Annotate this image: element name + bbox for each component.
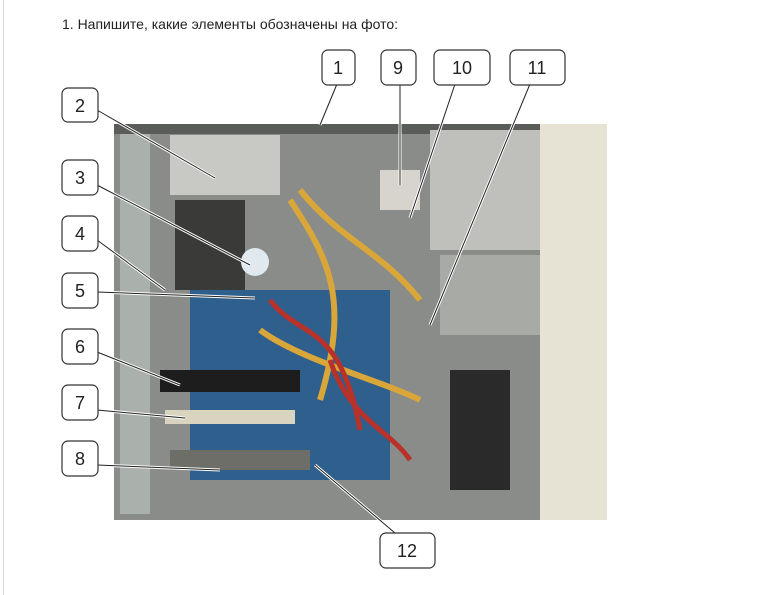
content-border [3,0,4,595]
callout-1 [321,49,356,86]
callout-2 [61,87,99,123]
callout-4 [61,215,99,252]
callout-12 [379,532,436,569]
callout-6 [61,328,99,365]
callout-5 [61,272,99,309]
callout-9 [380,49,417,86]
callout-10 [433,49,491,86]
callout-label: 11 [528,58,547,78]
callout-11 [509,49,566,86]
callout-3 [61,159,99,196]
callout-8 [61,440,99,477]
callout-label: 7 [75,393,85,413]
callout-label: 8 [75,449,85,469]
question-text: 1. Напишите, какие элементы обозначены н… [62,16,399,32]
callout-label: 3 [75,168,85,188]
callout-label: 5 [75,281,85,301]
callout-label: 2 [75,96,85,116]
callout-label: 10 [452,58,472,78]
pc-photo [114,124,607,520]
callout-label: 1 [333,58,343,78]
callout-7 [61,384,99,421]
callout-label: 9 [393,58,403,78]
callout-label: 4 [75,224,85,244]
callout-label: 12 [397,541,417,561]
callout-label: 6 [75,337,85,357]
